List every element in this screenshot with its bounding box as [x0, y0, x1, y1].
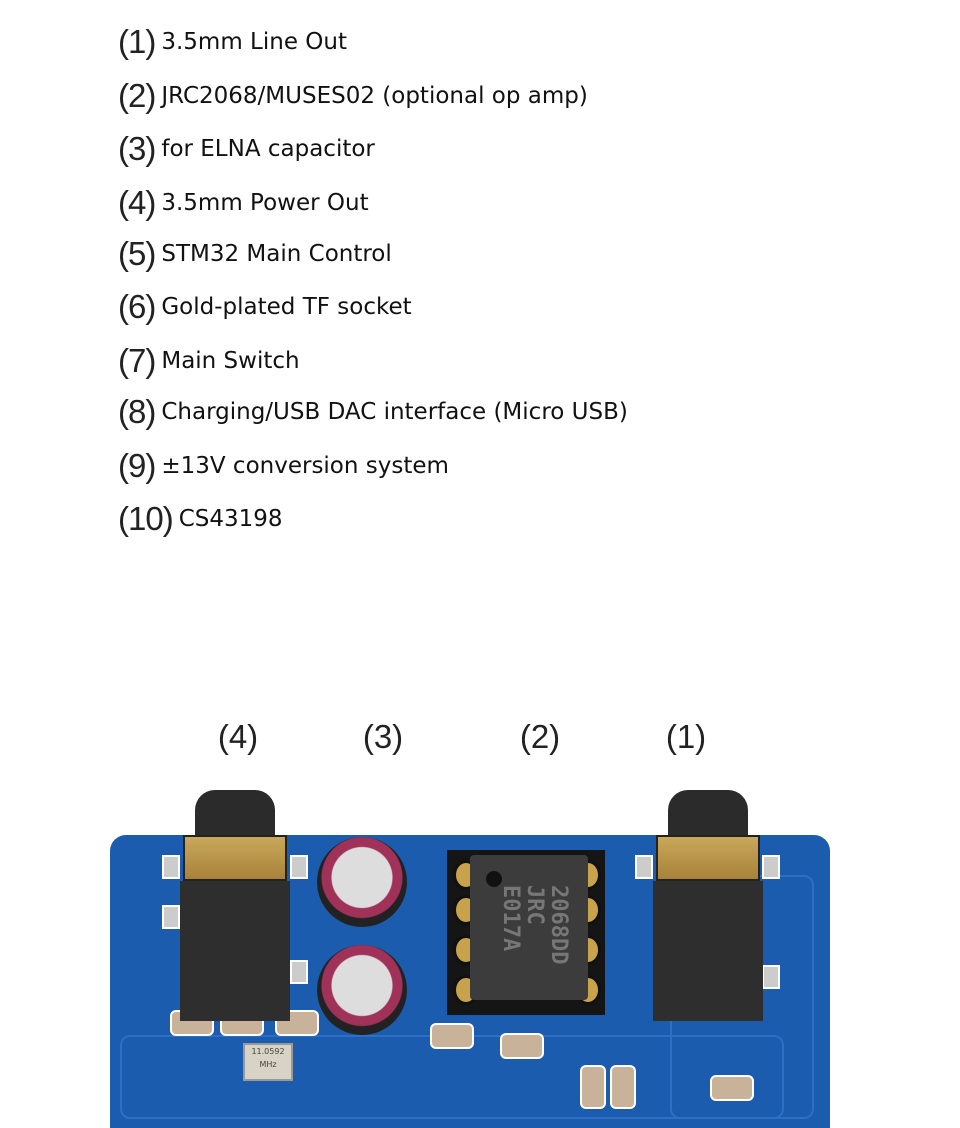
- elna-capacitor: [317, 945, 407, 1035]
- feature-item-7: (7)Main Switch: [118, 341, 300, 381]
- board-label-1: (1): [665, 718, 707, 755]
- feature-text: ±13V conversion system: [161, 453, 449, 479]
- feature-item-6: (6)Gold-plated TF socket: [118, 287, 412, 327]
- feature-item-10: (10)CS43198: [118, 499, 283, 539]
- feature-number: (1): [118, 23, 156, 60]
- feature-item-5: (5)STM32 Main Control: [118, 234, 392, 274]
- power-out-jack: [180, 790, 290, 1021]
- pin1-dot: [486, 871, 502, 887]
- feature-number: (8): [118, 393, 156, 430]
- feature-number: (5): [118, 235, 156, 272]
- board-label-4: (4): [217, 718, 259, 755]
- feature-item-3: (3)for ELNA capacitor: [118, 129, 375, 169]
- feature-number: (3): [118, 130, 156, 167]
- board-label-3: (3): [362, 718, 404, 755]
- line-out-jack: [653, 790, 763, 1021]
- feature-item-9: (9)±13V conversion system: [118, 446, 449, 486]
- feature-text: Main Switch: [161, 348, 300, 374]
- feature-item-1: (1)3.5mm Line Out: [118, 22, 347, 62]
- feature-item-4: (4)3.5mm Power Out: [118, 183, 369, 223]
- crystal-oscillator: 11.0592 MHz: [243, 1043, 293, 1081]
- opamp-chip: 2068DD JRC E017A: [470, 855, 588, 1000]
- feature-number: (10): [118, 500, 174, 537]
- feature-number: (2): [118, 77, 156, 114]
- feature-text: Gold-plated TF socket: [161, 294, 412, 320]
- chip-marking: 2068DD JRC E017A: [498, 885, 571, 965]
- feature-number: (7): [118, 342, 156, 379]
- feature-number: (6): [118, 288, 156, 325]
- elna-capacitor: [317, 837, 407, 927]
- feature-text: 3.5mm Power Out: [161, 190, 369, 216]
- feature-item-8: (8)Charging/USB DAC interface (Micro USB…: [118, 392, 628, 432]
- feature-text: JRC2068/MUSES02 (optional op amp): [161, 83, 588, 109]
- feature-number: (9): [118, 447, 156, 484]
- feature-number: (4): [118, 184, 156, 221]
- feature-text: for ELNA capacitor: [161, 136, 375, 162]
- feature-text: STM32 Main Control: [161, 241, 392, 267]
- feature-item-2: (2)JRC2068/MUSES02 (optional op amp): [118, 76, 588, 116]
- feature-text: CS43198: [178, 506, 283, 532]
- board-label-2: (2): [519, 718, 561, 755]
- feature-text: Charging/USB DAC interface (Micro USB): [161, 399, 628, 425]
- feature-text: 3.5mm Line Out: [161, 29, 347, 55]
